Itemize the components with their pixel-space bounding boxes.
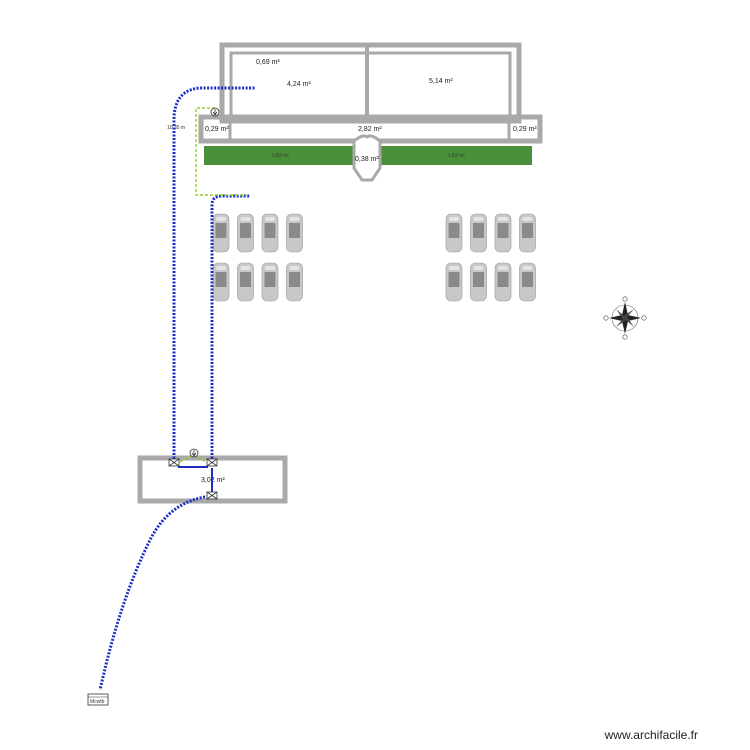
label-lower-building: 3,02 m² bbox=[201, 477, 225, 484]
label-room-right: 5,14 m² bbox=[429, 78, 453, 85]
drain-pipe-lower bbox=[179, 455, 207, 463]
car-icon bbox=[494, 213, 512, 253]
lawn-right bbox=[380, 146, 532, 165]
water-meter: Mcwtb bbox=[87, 693, 109, 706]
drain-pipe-upper bbox=[195, 107, 248, 196]
label-strip-left: 0,29 m² bbox=[205, 126, 229, 133]
label-upper-small: 0,69 m² bbox=[256, 59, 280, 66]
water-pipe-meter bbox=[98, 494, 213, 691]
water-pipe-right bbox=[210, 194, 250, 462]
meter-label: Mcwtb bbox=[90, 699, 105, 705]
drain-pipes bbox=[179, 107, 248, 463]
water-pipes bbox=[98, 86, 255, 691]
car-icon bbox=[445, 262, 463, 302]
car-icon bbox=[470, 213, 487, 253]
lower-connections bbox=[178, 466, 213, 492]
car-icon bbox=[470, 262, 487, 302]
car-icon bbox=[286, 213, 303, 253]
car-icon bbox=[494, 262, 512, 302]
car-icon bbox=[237, 213, 254, 253]
label-lawn-right: 1,62 m² bbox=[448, 153, 465, 159]
valve-bottom bbox=[206, 491, 218, 500]
valve-boxes bbox=[168, 458, 218, 500]
drain-icon bbox=[210, 107, 220, 117]
car-icon bbox=[261, 262, 279, 302]
drain-icon bbox=[189, 448, 199, 458]
car-icon bbox=[286, 262, 303, 302]
upper-building bbox=[198, 42, 543, 144]
lawn-left bbox=[204, 146, 354, 165]
car-icon bbox=[445, 213, 463, 253]
car-icon bbox=[519, 213, 536, 253]
watermark: www.archifacile.fr bbox=[604, 728, 698, 742]
car-icon bbox=[237, 262, 254, 302]
car-icon bbox=[261, 213, 279, 253]
label-room-left: 4,24 m² bbox=[287, 81, 311, 88]
label-strip-right: 0,29 m² bbox=[513, 126, 537, 133]
parking-cars bbox=[212, 213, 536, 302]
car-icon bbox=[212, 262, 230, 302]
entrance-bump bbox=[352, 134, 382, 182]
valve-left bbox=[168, 458, 180, 467]
valve-right bbox=[206, 458, 218, 467]
label-pipe-length: 10,35 m bbox=[167, 125, 185, 131]
car-icon bbox=[212, 213, 230, 253]
compass-rose-icon bbox=[603, 296, 647, 340]
label-bump: 0,38 m² bbox=[355, 156, 379, 163]
car-icon bbox=[519, 262, 536, 302]
label-lawn-left: 1,83 m² bbox=[272, 153, 289, 159]
label-strip-center: 2,82 m² bbox=[358, 126, 382, 133]
